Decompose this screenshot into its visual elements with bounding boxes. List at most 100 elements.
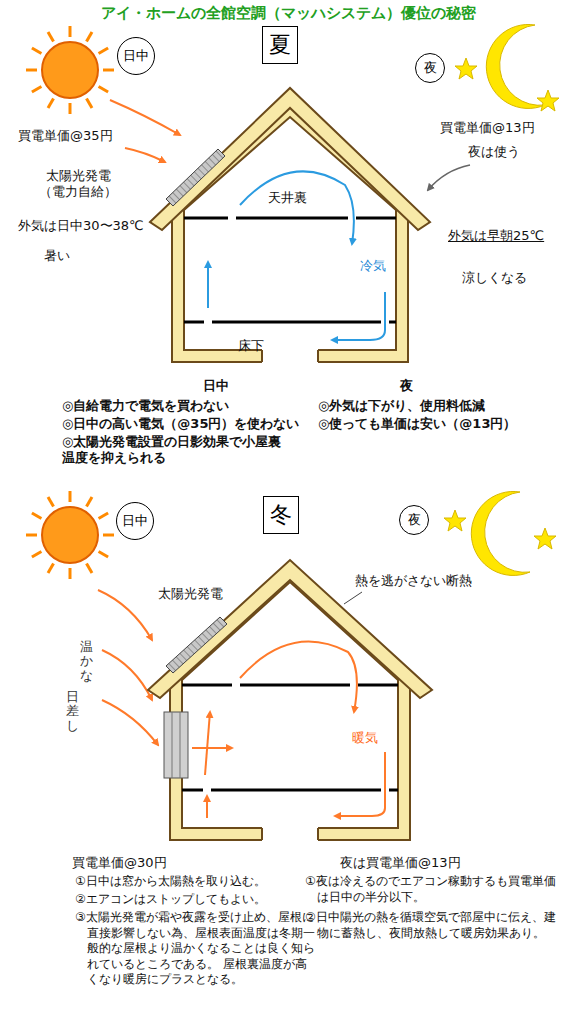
window-part (172, 712, 180, 778)
moon-part (486, 24, 545, 108)
point-text: 夜 (400, 378, 413, 394)
sunlight-arrow-part (125, 148, 165, 162)
house-wall (170, 565, 410, 842)
roof-part (150, 88, 430, 230)
point-text: ◎外気は下がり、使用料低減 (318, 398, 485, 414)
title: アイ・ホームの全館空調（マッハシステム）優位の秘密 (0, 4, 577, 23)
sun-ray-part (69, 568, 72, 579)
star-part (455, 58, 477, 79)
point-text: ◎自給電力で電気を買わない (62, 398, 229, 414)
cool-air-arrow-part (207, 262, 209, 308)
sunlight-arrow-part (102, 650, 152, 700)
warm-air-arrow-part (240, 642, 357, 712)
solar-panel-part (166, 617, 227, 673)
node-text: 日中 (123, 47, 149, 65)
night-arrow-part (428, 165, 470, 190)
node-text: 夜 (424, 59, 437, 77)
house-wall-part (262, 825, 318, 842)
label: 買電単価@35円 (18, 128, 113, 144)
roof (150, 88, 430, 230)
sunlight-arrow (98, 590, 158, 745)
sun-ray-part (99, 513, 109, 519)
star-part (534, 528, 556, 549)
note-item: ②エアコンはストップしてもよい。 (75, 892, 315, 908)
power-label: 太陽光発電 （電力自給） (34, 168, 122, 201)
star (444, 510, 556, 549)
sun-ray-part (26, 534, 37, 537)
time-circle: 夜 (415, 53, 445, 83)
night-arrow (428, 165, 470, 190)
time-circle: 夜 (399, 505, 429, 535)
house-wall-part (262, 828, 318, 840)
air-label: 冷気 (360, 258, 386, 274)
label: 夜は使う (468, 144, 520, 160)
label: 床下 (238, 338, 264, 354)
sun-ray-part (69, 26, 72, 37)
ceiling-floor (182, 685, 398, 790)
leader-line-part (344, 592, 362, 604)
sun-ray-part (87, 99, 93, 109)
warm-air-arrow-part (335, 752, 385, 816)
house-wall-part (262, 347, 318, 364)
time-circle: 日中 (116, 502, 154, 540)
ceiling-floor (184, 218, 396, 322)
sun-part (42, 42, 98, 98)
sun-ray-part (99, 48, 109, 54)
sun-ray-part (69, 491, 72, 502)
label: 暑い (44, 248, 70, 264)
leader-line (344, 592, 362, 604)
sun (26, 491, 114, 579)
star-part (444, 510, 466, 531)
label: 涼しくなる (462, 270, 527, 286)
node-text: 冬 (270, 500, 292, 530)
ceiling-floor-part (182, 789, 398, 792)
point-text: ◎使っても単価は安い（@13円） (318, 416, 516, 432)
house-wall (172, 100, 408, 364)
vertical-label: 温かな (80, 640, 93, 683)
label: 買電単価@30円 (72, 855, 167, 871)
sun-ray-part (32, 48, 42, 54)
node-text: 日中 (122, 512, 148, 530)
sun-ray-part (87, 497, 93, 507)
note-item: ①日中は窓から太陽熱を取り込む。 (75, 874, 315, 890)
node-text: 夏 (269, 30, 291, 60)
sunlight-arrow-part (102, 700, 158, 745)
sun-ray-part (32, 552, 42, 558)
node-text: 夜 (408, 511, 421, 529)
label: 天井裏 (268, 190, 307, 206)
house-wall-part (262, 350, 318, 362)
note-item: ②日中陽光の熱を循環空気で部屋中に伝え、建物に蓄熱し、夜間放熱して暖房効果あり。 (305, 910, 562, 941)
point-text: 日中 (203, 378, 229, 394)
note-item: ③太陽光発電が霜や夜露を受け止め、屋根に直接影響しない為、屋根表面温度は冬期一般… (75, 910, 315, 988)
sun-part (42, 507, 98, 563)
sun-ray-part (87, 32, 93, 42)
window-part (164, 712, 188, 778)
sunlight-arrow-part (110, 100, 180, 135)
ceiling-floor-part (182, 684, 398, 687)
star-part (537, 90, 559, 111)
moon-part (471, 491, 530, 575)
label: 太陽光発電 (158, 586, 223, 602)
sun-ray-part (99, 87, 109, 93)
temperature-label: 外気は早朝25℃ (448, 228, 544, 244)
house-wall-part (170, 565, 410, 840)
sun-ray (26, 26, 114, 114)
ceiling-floor-part (184, 321, 396, 324)
sun-ray-part (32, 87, 42, 93)
warm-air-arrow-part (205, 712, 210, 775)
warm-air-arrow-part (206, 796, 208, 818)
label: 買電単価@13円 (440, 120, 535, 136)
sun-ray-part (69, 103, 72, 114)
window (164, 712, 188, 778)
note-item: ①夜は冷えるのでエアコン稼動するも買電単価は日中の半分以下。 (305, 874, 562, 905)
solar-panel (166, 149, 225, 206)
sun-ray-part (103, 534, 114, 537)
sun-ray-part (48, 99, 54, 109)
time-circle: 日中 (117, 37, 155, 75)
sun-ray-part (48, 564, 54, 574)
sun-ray-part (48, 497, 54, 507)
sunlight-arrow-part (98, 590, 152, 640)
solar-panel-part (166, 149, 225, 206)
sun-ray-part (103, 69, 114, 72)
ceiling-floor-part (184, 217, 396, 220)
